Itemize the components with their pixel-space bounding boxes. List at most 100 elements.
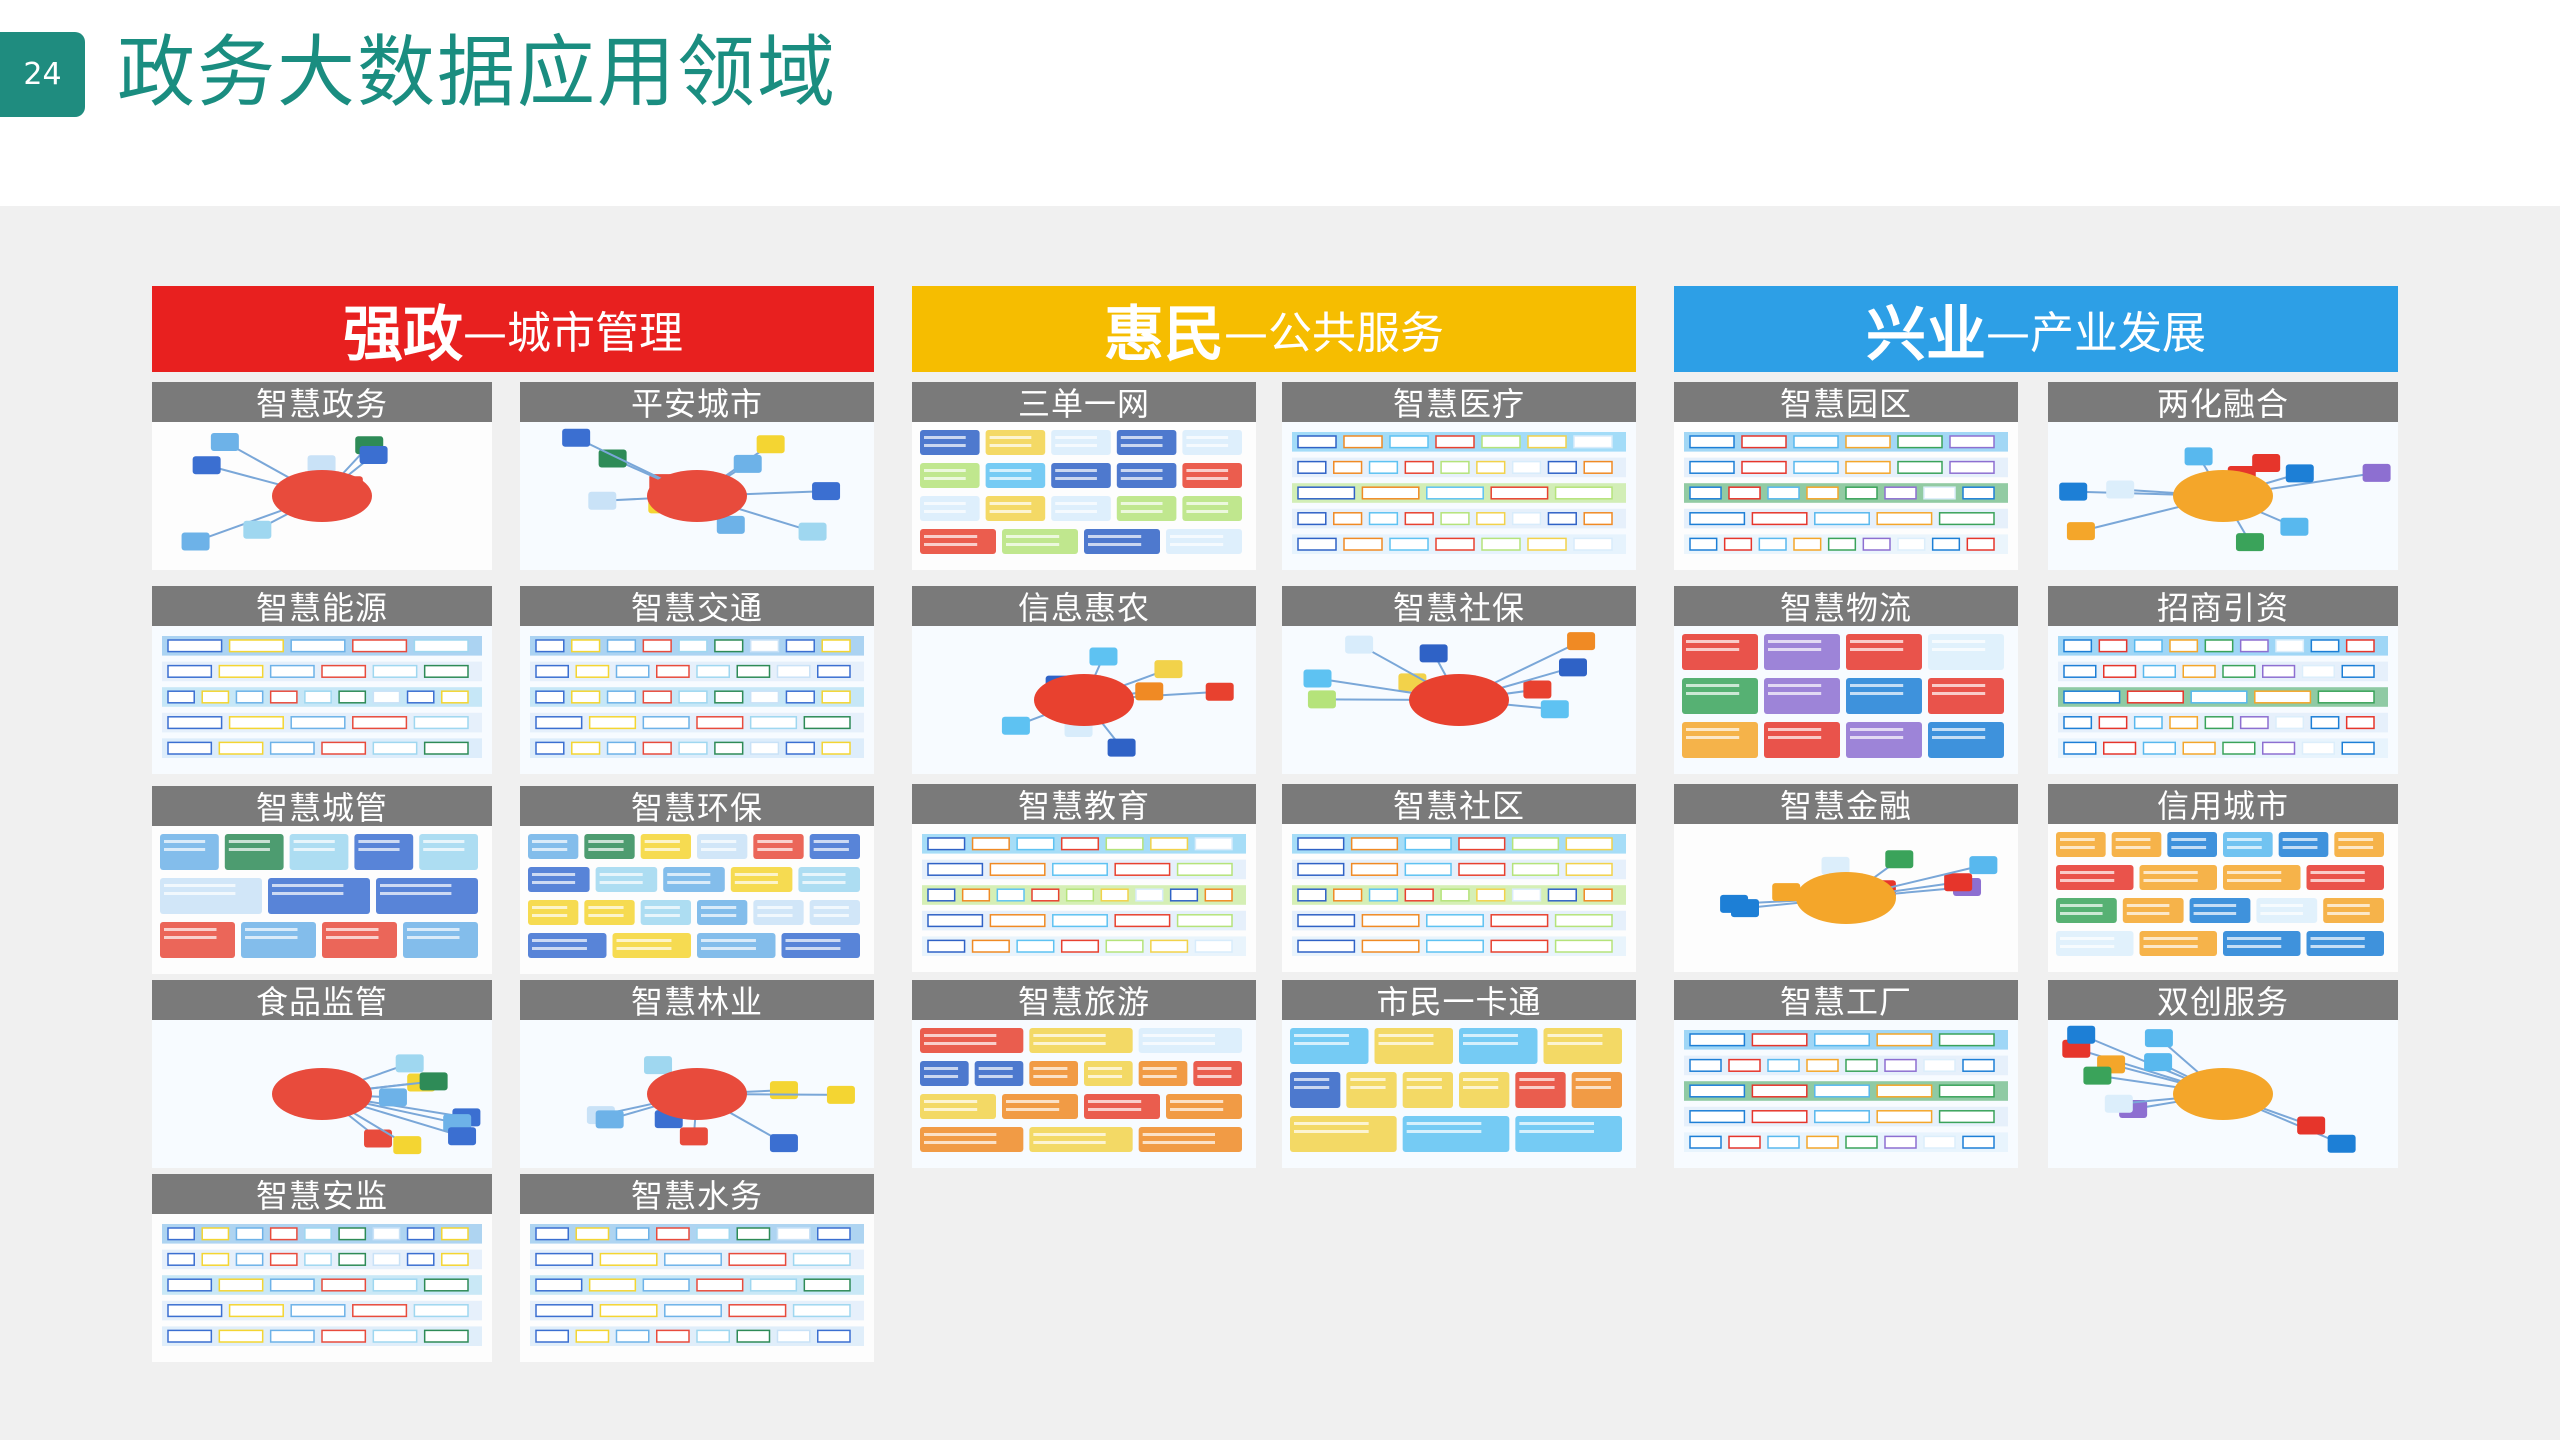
tile-智慧社保: 智慧社保 [1282, 586, 1636, 774]
tile-image [1674, 626, 2018, 774]
tile-食品监管: 食品监管 [152, 980, 492, 1168]
tile-illustration [520, 826, 874, 974]
tile-label: 招商引资 [2048, 586, 2398, 627]
tile-智慧社区: 智慧社区 [1282, 784, 1636, 972]
tile-illustration [1674, 824, 2018, 972]
tile-image [2048, 626, 2398, 774]
column-header-sub: —产业发展 [1986, 308, 2206, 359]
tile-label: 智慧社保 [1282, 586, 1636, 627]
column-header-huimin: 惠民 —公共服务 [912, 286, 1636, 372]
tile-image [1674, 1020, 2018, 1168]
tile-label: 智慧林业 [520, 980, 874, 1021]
tile-image [1282, 824, 1636, 972]
tile-illustration [1674, 1020, 2018, 1168]
tile-智慧教育: 智慧教育 [912, 784, 1256, 972]
tile-label: 智慧工厂 [1674, 980, 2018, 1021]
tile-image [152, 826, 492, 974]
tile-image [152, 1214, 492, 1362]
tile-image [1674, 422, 2018, 570]
tile-illustration [520, 1214, 874, 1362]
tile-智慧环保: 智慧环保 [520, 786, 874, 974]
tile-illustration [520, 626, 874, 774]
tile-智慧政务: 智慧政务 [152, 382, 492, 570]
tile-智慧水务: 智慧水务 [520, 1174, 874, 1362]
tile-image [520, 422, 874, 570]
tile-image [1282, 1020, 1636, 1168]
tile-image [520, 1214, 874, 1362]
tile-illustration [2048, 1020, 2398, 1168]
tile-智慧园区: 智慧园区 [1674, 382, 2018, 570]
tile-illustration [1674, 626, 2018, 774]
tile-illustration [2048, 626, 2398, 774]
tile-label: 智慧安监 [152, 1174, 492, 1215]
tile-grid: 智慧园区两化融合智慧物流招商引资智慧金融信用城市智慧工厂双创服务 [1674, 372, 2398, 1168]
tile-image [2048, 824, 2398, 972]
tile-image [912, 1020, 1256, 1168]
tile-label: 智慧政务 [152, 382, 492, 423]
tile-illustration [520, 1020, 874, 1168]
column-huimin: 惠民 —公共服务 三单一网智慧医疗信息惠农智慧社保智慧教育智慧社区智慧旅游市民一… [912, 286, 1636, 1168]
tile-信用城市: 信用城市 [2048, 784, 2398, 972]
tile-illustration [912, 824, 1256, 972]
tile-illustration [152, 422, 492, 570]
tile-智慧金融: 智慧金融 [1674, 784, 2018, 972]
column-header-strong: 惠民 [1104, 299, 1224, 370]
tile-image [1282, 626, 1636, 774]
tile-智慧能源: 智慧能源 [152, 586, 492, 774]
tile-label: 智慧能源 [152, 586, 492, 627]
tile-label: 智慧社区 [1282, 784, 1636, 825]
tile-image [912, 422, 1256, 570]
tile-label: 市民一卡通 [1282, 980, 1636, 1021]
tile-label: 智慧教育 [912, 784, 1256, 825]
tile-illustration [1282, 422, 1636, 570]
tile-illustration [1282, 824, 1636, 972]
column-header-sub: —城市管理 [463, 308, 683, 359]
tile-label: 平安城市 [520, 382, 874, 423]
tile-label: 智慧旅游 [912, 980, 1256, 1021]
tile-illustration [152, 626, 492, 774]
tile-image [912, 626, 1256, 774]
column-header-sub: —公共服务 [1224, 308, 1444, 359]
tile-illustration [2048, 824, 2398, 972]
tile-image [520, 626, 874, 774]
slide-number: 24 [23, 57, 62, 92]
tile-illustration [1282, 1020, 1636, 1168]
tile-illustration [520, 422, 874, 570]
tile-label: 信用城市 [2048, 784, 2398, 825]
column-header-qiangzheng: 强政 —城市管理 [152, 286, 874, 372]
tile-智慧医疗: 智慧医疗 [1282, 382, 1636, 570]
tile-grid: 智慧政务平安城市智慧能源智慧交通智慧城管智慧环保食品监管智慧林业智慧安监智慧水务 [152, 372, 874, 1362]
tile-信息惠农: 信息惠农 [912, 586, 1256, 774]
column-qiangzheng: 强政 —城市管理 智慧政务平安城市智慧能源智慧交通智慧城管智慧环保食品监管智慧林… [152, 286, 874, 1362]
tile-image [912, 824, 1256, 972]
tile-illustration [912, 626, 1256, 774]
tile-label: 双创服务 [2048, 980, 2398, 1021]
tile-label: 智慧水务 [520, 1174, 874, 1215]
tile-label: 食品监管 [152, 980, 492, 1021]
tile-image [1674, 824, 2018, 972]
tile-illustration [1282, 626, 1636, 774]
tile-illustration [912, 422, 1256, 570]
tile-grid: 三单一网智慧医疗信息惠农智慧社保智慧教育智慧社区智慧旅游市民一卡通 [912, 372, 1636, 1168]
slide-number-badge: 24 [0, 32, 85, 117]
tile-label: 智慧环保 [520, 786, 874, 827]
tile-image [2048, 422, 2398, 570]
column-header-strong: 强政 [343, 299, 463, 370]
tile-双创服务: 双创服务 [2048, 980, 2398, 1168]
tile-image [2048, 1020, 2398, 1168]
tile-两化融合: 两化融合 [2048, 382, 2398, 570]
column-header-strong: 兴业 [1866, 299, 1986, 370]
tile-市民一卡通: 市民一卡通 [1282, 980, 1636, 1168]
column-xingye: 兴业 —产业发展 智慧园区两化融合智慧物流招商引资智慧金融信用城市智慧工厂双创服… [1674, 286, 2398, 1168]
tile-image [520, 826, 874, 974]
tile-image [520, 1020, 874, 1168]
tile-illustration [2048, 422, 2398, 570]
tile-label: 智慧物流 [1674, 586, 2018, 627]
tile-平安城市: 平安城市 [520, 382, 874, 570]
column-header-xingye: 兴业 —产业发展 [1674, 286, 2398, 372]
tile-illustration [1674, 422, 2018, 570]
tile-智慧安监: 智慧安监 [152, 1174, 492, 1362]
tile-label: 智慧交通 [520, 586, 874, 627]
tile-label: 智慧园区 [1674, 382, 2018, 423]
tile-三单一网: 三单一网 [912, 382, 1256, 570]
